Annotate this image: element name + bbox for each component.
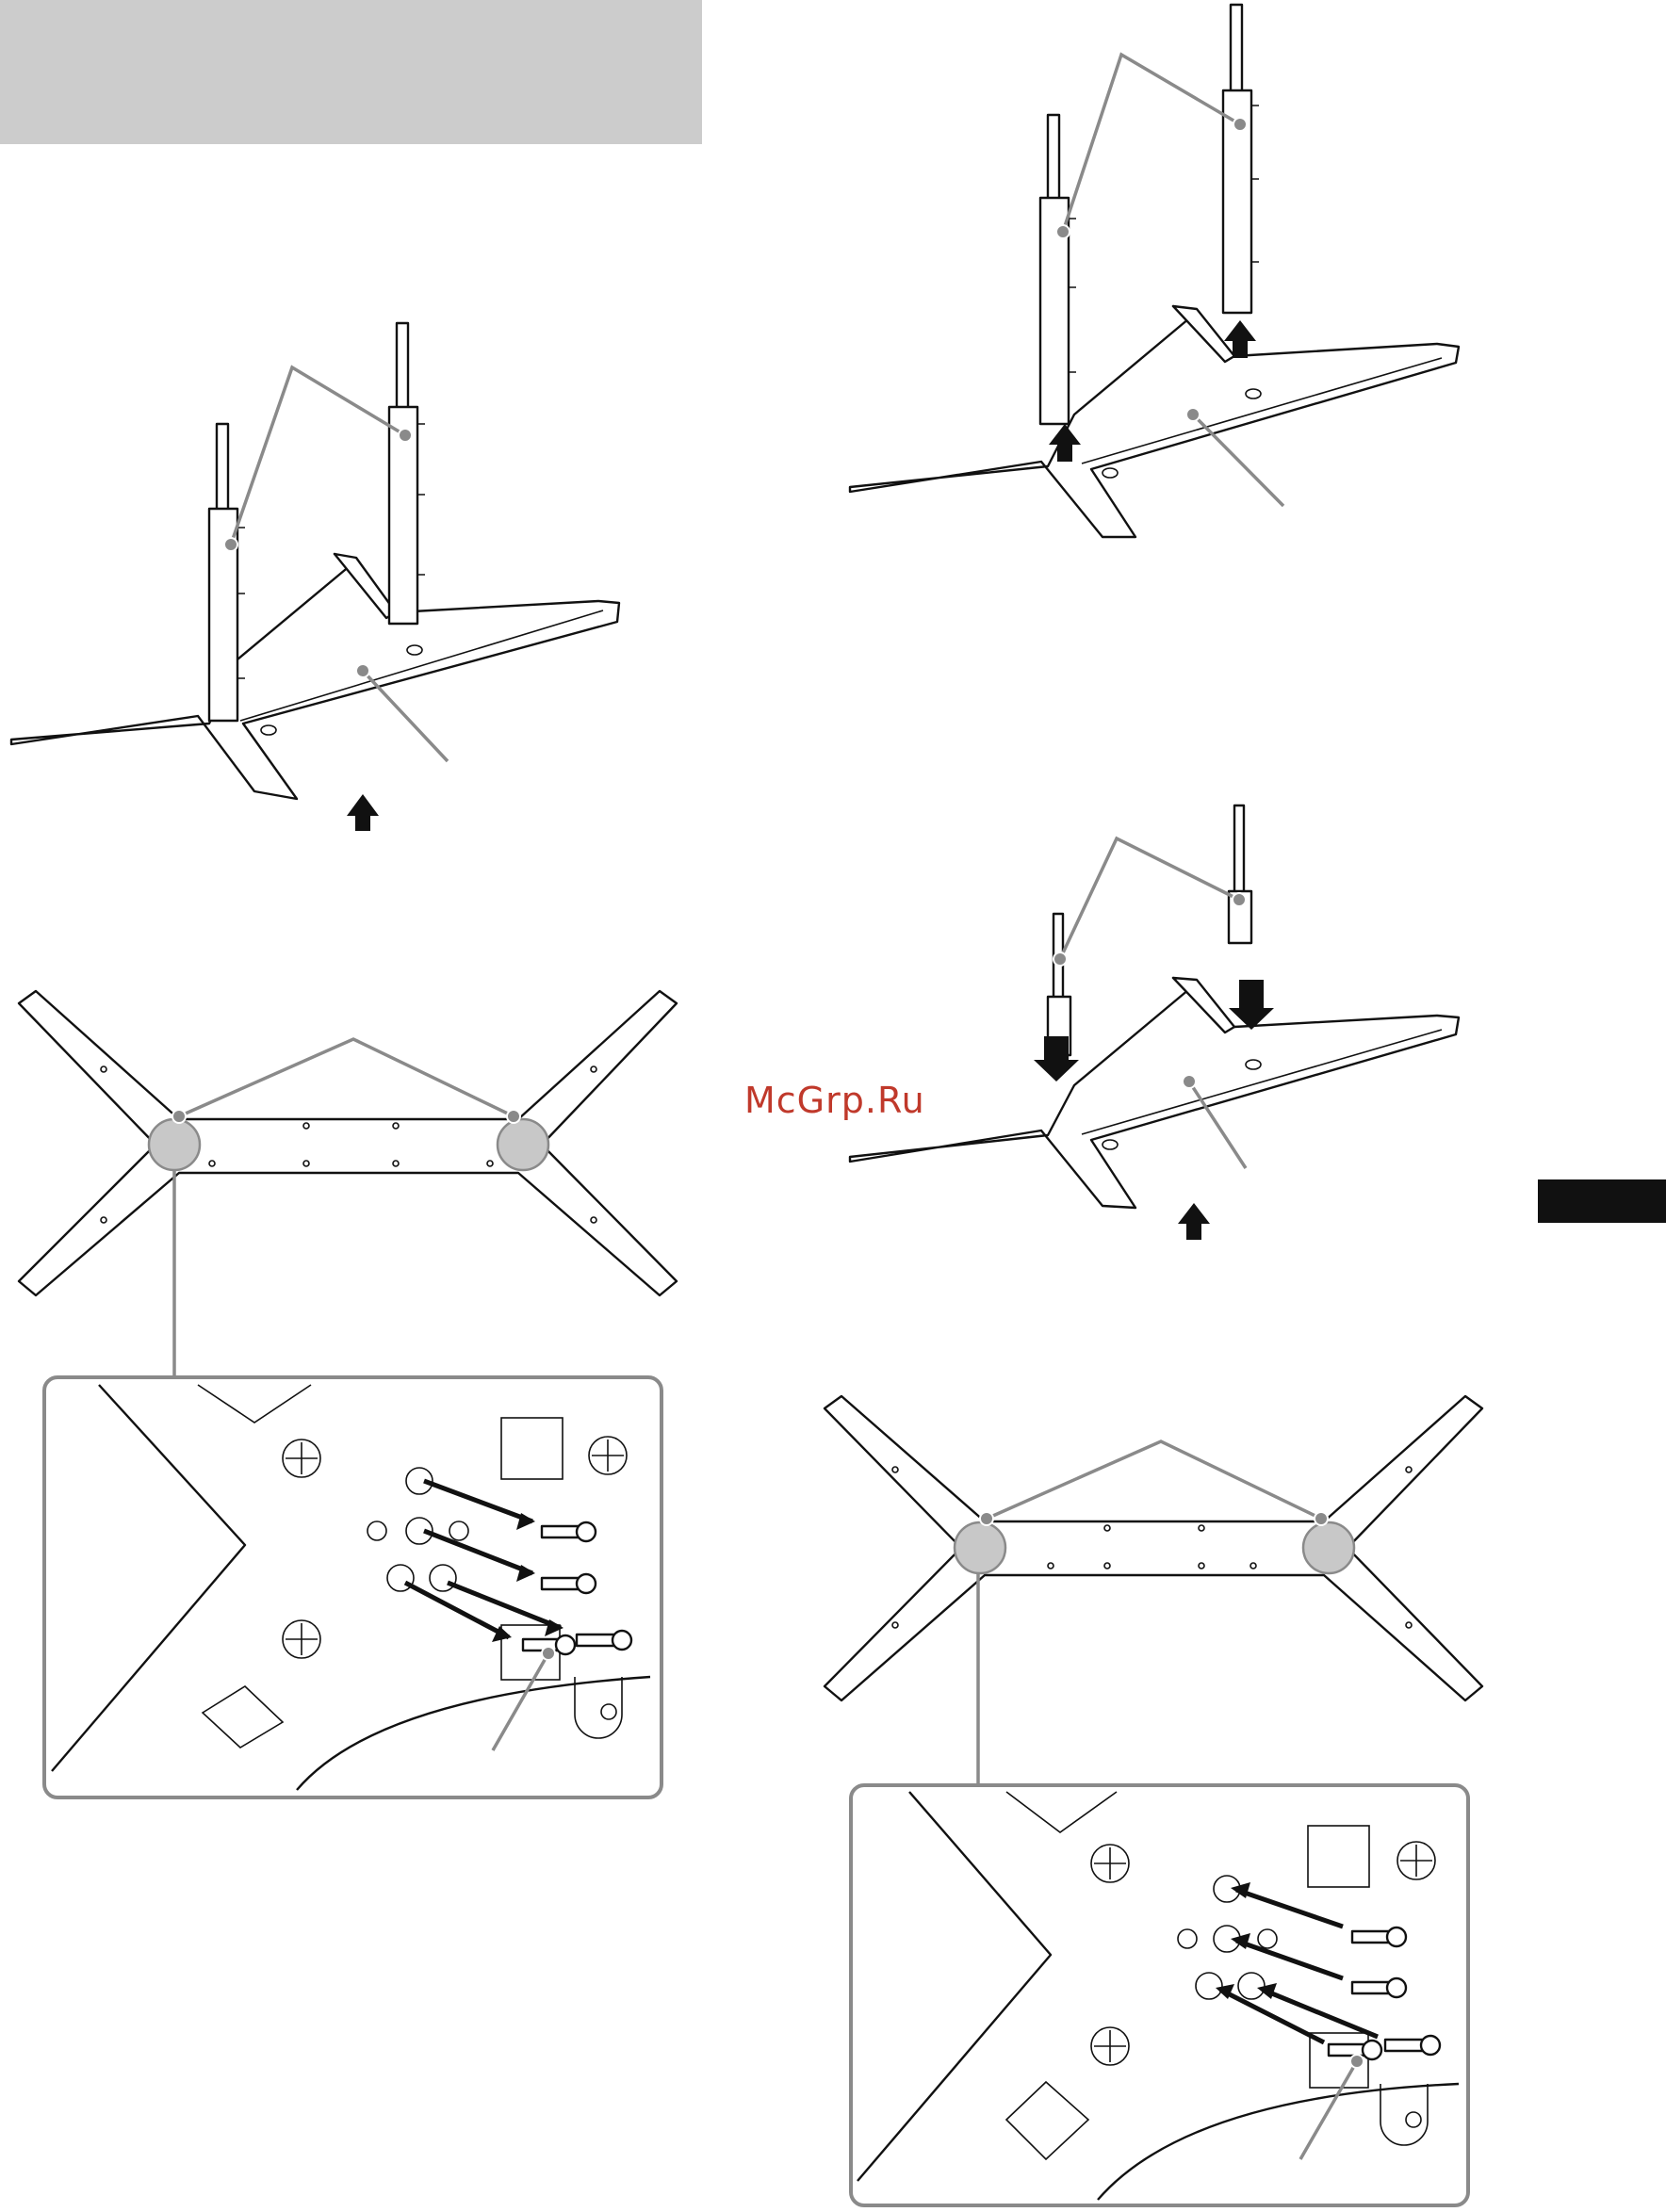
screw-area-callout (987, 1441, 1321, 1519)
stand-post-right (1223, 5, 1259, 313)
down-arrow-icon (1229, 980, 1274, 1030)
post-callout (1060, 838, 1239, 959)
detail-magnifier (851, 1785, 1468, 2205)
up-arrow-icon (1178, 1203, 1210, 1240)
detail-magnifier (44, 1377, 662, 1797)
short-post-left (1048, 914, 1070, 1055)
screw-icon (542, 1522, 596, 1541)
stand-post-right (389, 323, 425, 624)
fig-base-bottom-screws-2 (825, 1396, 1482, 2205)
post-callout (1063, 55, 1240, 232)
screw-area-left (149, 1119, 200, 1170)
stand-base (850, 306, 1459, 537)
screw-icon (1352, 1927, 1406, 1946)
down-arrow-icon (1034, 1036, 1079, 1082)
stand-base-bottom (19, 991, 677, 1295)
short-post-right (1229, 805, 1251, 943)
stand-base (11, 554, 619, 799)
base-callout (363, 671, 448, 761)
screw-icon (1385, 2036, 1440, 2055)
screw-icon (1352, 1978, 1406, 1997)
screw-icon (542, 1574, 596, 1593)
stand-base (850, 978, 1459, 1208)
screw-area-right (1303, 1522, 1354, 1573)
stand-post-left (1040, 115, 1076, 424)
fig-posts-lift (850, 5, 1459, 537)
post-callout (231, 367, 405, 545)
fig-short-posts-insert (850, 805, 1459, 1240)
screw-area-right (498, 1119, 548, 1170)
stand-base-bottom (825, 1396, 1482, 1700)
watermark-text: McGrp.Ru (744, 1080, 925, 1121)
screw-area-callout (179, 1039, 514, 1116)
screw-icon (577, 1631, 631, 1650)
screw-area-left (955, 1522, 1005, 1573)
up-arrow-icon (347, 794, 379, 831)
fig-base-bottom-screws (19, 991, 677, 1797)
base-callout (1193, 415, 1283, 506)
fig-posts-on-base (11, 323, 619, 831)
